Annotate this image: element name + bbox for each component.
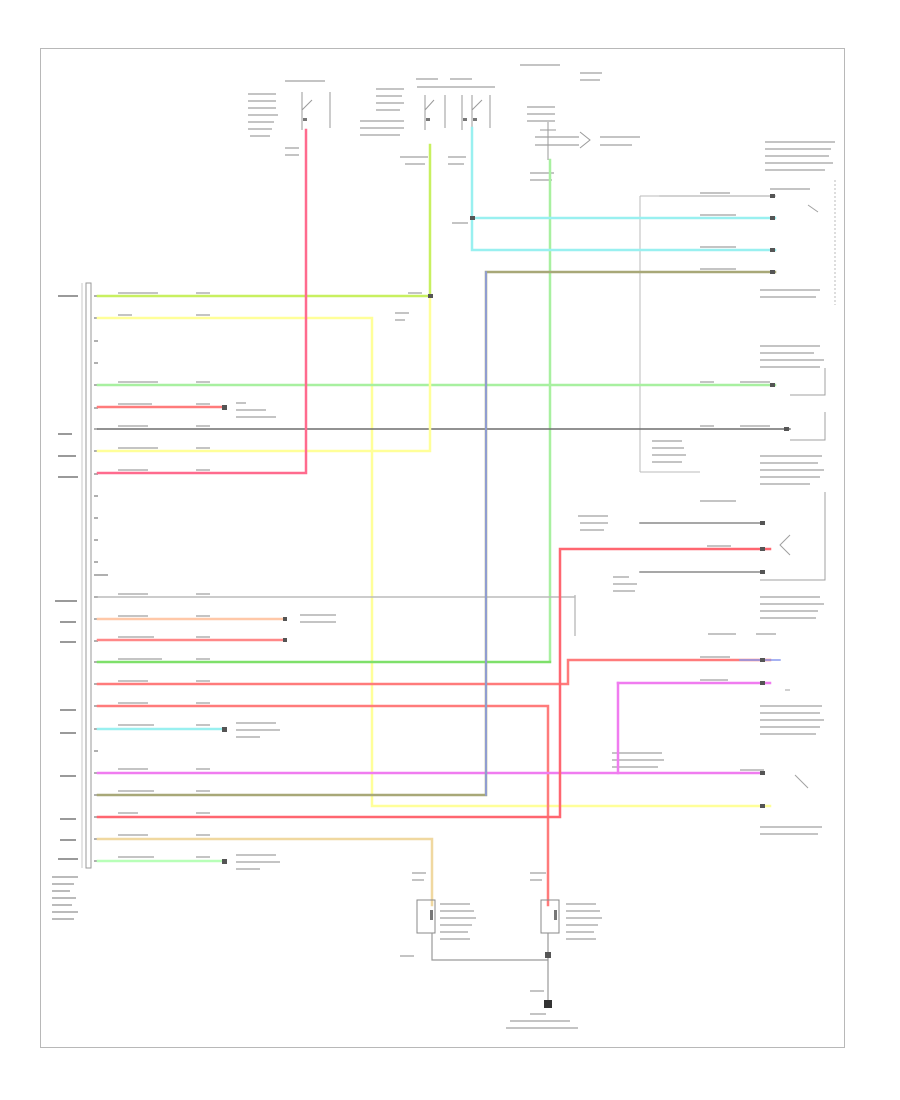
wire-pink-red-vertical [96,128,308,475]
connector-terminals [222,194,789,864]
wire-labels [118,192,776,870]
wires [96,126,791,907]
diagram-border [40,48,845,1048]
wire-red-705 [96,704,550,907]
right-component-boxes [567,180,836,789]
wire-yellow-2 [96,294,432,453]
wire-light-blue [470,126,777,252]
wire-tan [96,837,434,907]
right-component-labels [578,141,835,835]
wire-red-684 [96,658,772,686]
bottom-sensors [400,872,602,1029]
top-switches [301,92,591,160]
wire-light-red [96,547,772,819]
module-connector [52,282,108,920]
top-components [248,64,640,224]
wire-olive [96,270,777,797]
top-terminals [303,118,477,121]
wire-yellow [96,316,772,808]
wire-yellow-green [96,143,432,298]
